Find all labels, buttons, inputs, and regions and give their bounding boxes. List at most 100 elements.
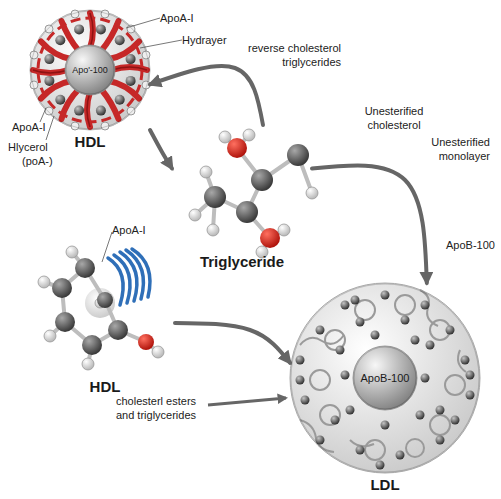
hdl-sphere-art-part-part (96, 106, 106, 116)
glycerol-molecule-art-part-part (306, 187, 318, 199)
glycerol-molecule-art-part (227, 138, 280, 248)
hdl-molecule-art-part (38, 246, 164, 370)
ldl-sphere-art-part-part (411, 336, 420, 345)
ldl-sphere-art-part-part (406, 439, 424, 457)
ldl-sphere-art-part-part (316, 326, 325, 335)
glycerol-molecule-art-part-part (227, 138, 247, 158)
arrow-label: reverse cholesterol triglycerides (236, 41, 341, 70)
hdl-sphere-art-part (33, 13, 147, 127)
hdl-sphere-art-part-part (74, 106, 84, 116)
molecule-model: HDL (35, 215, 175, 395)
hdl-molecule-art-part-part (114, 255, 130, 303)
hdl-molecule-art-part-part (55, 312, 75, 332)
particle-outline-circle (66, 46, 114, 94)
ldl-sphere-art-part-part (356, 446, 365, 455)
hdl-molecule-art-part-part (152, 346, 164, 358)
glycerol-molecule-art-part-part (207, 224, 219, 236)
hdl-sphere-art-part-part (55, 35, 65, 45)
hdl-molecule-art-part-part (75, 258, 95, 278)
flow-arrow (175, 323, 290, 363)
hdl-molecule-art-part (138, 334, 154, 350)
ldl-sphere-art (290, 283, 480, 473)
ldl-sphere-art-part (300, 290, 466, 460)
hdl-sphere-art-part (44, 24, 135, 115)
glycerol-molecule-art-part-part (200, 166, 212, 178)
hdl-molecule-art-part (108, 249, 150, 305)
ldl-sphere-art-part-part (371, 331, 380, 340)
glycerol-molecule-art-part-part (251, 169, 273, 191)
part-label: ApoA-I (112, 223, 172, 237)
hdl-sphere-art-part (30, 10, 150, 130)
core-sphere: ApoB-100 (353, 346, 417, 410)
hdl-molecule-art-part-part (82, 358, 94, 370)
ldl-sphere-art-part-part (396, 451, 405, 460)
hdl-sphere-art-part-part (33, 70, 68, 73)
ldl-sphere-art-part-part (310, 370, 330, 390)
glycerol-molecule-art-part-part (189, 209, 201, 221)
ldl-sphere-art-part-part (336, 346, 345, 355)
flow-arrow (150, 66, 263, 125)
glycerol-molecule-art-part-part (243, 129, 255, 141)
leader-line-part (126, 18, 160, 28)
ldl-sphere-art-part-part (401, 316, 410, 325)
hdl-sphere-art-part-part (90, 13, 93, 48)
part-label: (poA-) (22, 154, 82, 168)
ldl-sphere-art-part-part (436, 406, 445, 415)
ldl-sphere-art-part-part (300, 420, 334, 452)
ldl-sphere-art-part-part (466, 371, 475, 380)
hdl-molecule-art (38, 246, 164, 370)
hdl-molecule-art-part-part (132, 249, 150, 297)
hdl-sphere-art-part-part (115, 35, 125, 45)
ldl-particle: ApoB-100LDL (290, 283, 480, 473)
flow-arrow (312, 165, 427, 283)
glycerol-molecule-art-part-part (236, 201, 258, 223)
particle-outline-circle (354, 347, 416, 409)
hdl-sphere-art-part-part (45, 25, 53, 33)
hdl-sphere-art-part-part (112, 67, 147, 70)
glycerol-molecule-art-part (189, 129, 318, 258)
hdl-molecule-art-part-part (66, 246, 78, 258)
particle-outline-circle (31, 11, 149, 129)
glycerol-molecule-art-part (204, 144, 309, 223)
ldl-sphere-art-part-part (301, 396, 310, 405)
ldl-sphere-art-part-part (341, 371, 350, 380)
particle-name: LDL (260, 476, 501, 493)
ldl-sphere-art-part-part (436, 436, 445, 445)
leader-line-part (46, 116, 54, 140)
hdl-sphere-art-part-part (112, 67, 147, 70)
ldl-sphere-art-part-part (351, 296, 360, 305)
ldl-sphere-art-part-part (356, 318, 365, 327)
hdl-sphere-art-part-part (126, 76, 136, 86)
flow-arrow (150, 130, 172, 169)
ldl-sphere-art-part-part (350, 440, 374, 446)
ldl-sphere-art-part-part (446, 326, 455, 335)
hdl-sphere-art-part (65, 45, 115, 95)
ldl-sphere-art-part-part (451, 416, 460, 425)
molecule-model: Triglyceride (172, 125, 312, 270)
ldl-sphere-art-part-part (461, 356, 470, 365)
glycerol-molecule-art-part-part (219, 131, 231, 143)
leader-line-part (140, 40, 182, 48)
particle-outline-circle (291, 284, 479, 472)
hdl-sphere-art-part-part (44, 54, 54, 64)
ldl-sphere-art-part-part (381, 291, 390, 300)
hdl-sphere-art-part-part (127, 107, 135, 115)
hdl-sphere-art-part-part (87, 92, 90, 127)
hdl-sphere-art-part-part (126, 54, 136, 64)
part-label: Hlycerol (8, 140, 68, 154)
ldl-sphere-art-part-part (346, 406, 355, 415)
hdl-molecule-art-part-part (82, 335, 102, 355)
hdl-molecule-art-part-part (38, 276, 50, 288)
hdl-sphere-art-part-part (74, 24, 84, 34)
part-label: Unesterified monolayer (378, 135, 490, 164)
part-label: Hydrayer (182, 33, 252, 47)
ldl-sphere-art-part-part (331, 416, 340, 425)
ldl-sphere-art-part (353, 346, 417, 410)
ldl-sphere-art-part-part (426, 341, 435, 350)
ldl-sphere-art-part-part (421, 374, 430, 383)
glycerol-molecule-art-part-part (204, 186, 226, 208)
hdl-molecule-art-part-part (97, 292, 113, 308)
ldl-sphere-art-part-part (296, 376, 305, 385)
